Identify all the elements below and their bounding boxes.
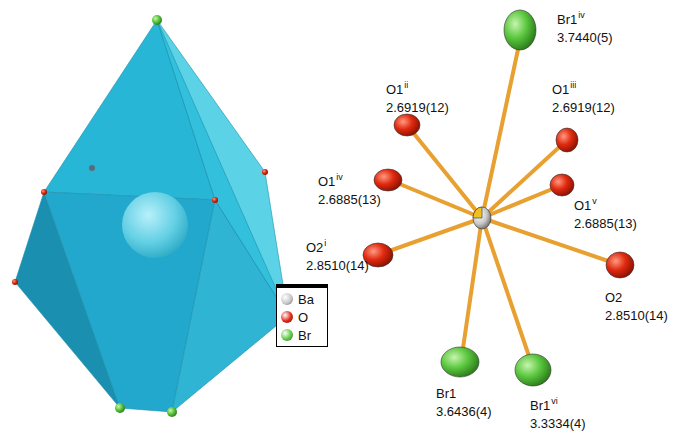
atom-name: O2 <box>605 290 622 305</box>
symmetry-code: iv <box>578 10 585 20</box>
legend-swatch <box>281 329 293 341</box>
bond-distance: 2.6919(12) <box>386 100 449 115</box>
symmetry-code: vi <box>551 396 558 406</box>
symmetry-code: iv <box>336 172 343 182</box>
legend-text: Ba <box>298 292 314 307</box>
atom-label: O1ii <box>386 82 408 99</box>
bond-distance: 3.6436(4) <box>436 404 492 419</box>
atom-label: O1iii <box>552 82 576 99</box>
atom-label: O2 <box>605 290 622 305</box>
symmetry-code: v <box>592 196 597 206</box>
atom-name: O1 <box>552 82 569 97</box>
atom-name: O1 <box>574 198 591 213</box>
bond-distance: 2.8510(14) <box>605 308 668 323</box>
legend-text: Br <box>298 328 311 343</box>
legend-entry: Ba <box>277 290 327 308</box>
legend-swatch <box>281 293 293 305</box>
atom-label: Br1iv <box>557 12 585 29</box>
atoms <box>363 10 634 386</box>
legend: BaO Br <box>276 284 328 347</box>
symmetry-code: ii <box>404 80 408 90</box>
polyhedron <box>15 20 288 412</box>
bond-distance: 2.6885(13) <box>318 192 381 207</box>
atom-label: Br1 <box>436 386 456 401</box>
atom-name: O2 <box>306 240 323 255</box>
symmetry-code: iii <box>570 80 576 90</box>
bond-distance: 2.6919(12) <box>552 100 615 115</box>
bond-distance: 3.3334(4) <box>530 416 586 431</box>
legend-swatch <box>281 311 293 323</box>
atom-name: Br1 <box>557 12 577 27</box>
atom-name: O1 <box>318 174 335 189</box>
atom-label: O2i <box>306 240 326 257</box>
bond-distance: 3.7440(5) <box>557 30 613 45</box>
legend-entry: O <box>277 308 327 326</box>
bond-distance: 2.6885(13) <box>574 216 637 231</box>
legend-entry: Br <box>277 326 327 344</box>
bonds <box>378 40 620 365</box>
atom-name: O1 <box>386 82 403 97</box>
bond-distance: 2.8510(14) <box>306 258 369 273</box>
atom-label: O1v <box>574 198 597 215</box>
atom-label: Br1vi <box>530 398 558 415</box>
symmetry-code: i <box>324 238 326 248</box>
atom-name: Br1 <box>436 386 456 401</box>
legend-text: O <box>298 310 308 325</box>
polyhedron-vertices <box>12 15 291 417</box>
atom-label: O1iv <box>318 174 343 191</box>
atom-name: Br1 <box>530 398 550 413</box>
